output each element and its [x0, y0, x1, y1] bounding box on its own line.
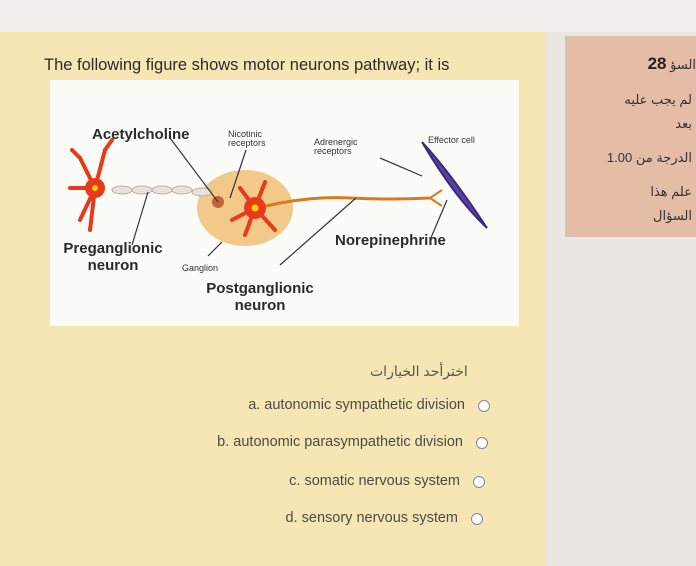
preganglionic-neuron-label: Preganglionic neuron [63, 240, 163, 274]
acetylcholine-label: Acetylcholine [92, 126, 190, 143]
option-a-label[interactable]: a. autonomic sympathetic division [248, 397, 465, 413]
answered-text: بعد [675, 116, 692, 131]
answers-heading: اخترأحد الخيارات [370, 363, 468, 379]
myelin-sheath [111, 185, 213, 197]
mark-text: الدرجة من 1.00 [606, 150, 692, 165]
top-strip [0, 0, 696, 32]
option-d-radio[interactable] [471, 513, 483, 525]
question-number-row: 28 السؤ [648, 54, 696, 74]
nicotinic-receptors-label: Nicotinic receptors [228, 129, 266, 148]
neuron-diagram [68, 137, 488, 266]
question-label: السؤال [653, 208, 692, 223]
ganglion-label: Ganglion [182, 263, 219, 273]
postganglionic-axon [265, 196, 431, 208]
option-c-label[interactable]: c. somatic nervous system [289, 473, 460, 489]
option-a-radio[interactable] [478, 400, 490, 412]
effector-cell-shape [421, 141, 488, 229]
norepinephrine-label: Norepinephrine [335, 232, 446, 249]
adrenergic-receptors-label: Adrenergic receptors [314, 137, 358, 156]
question-info-panel: 28 السؤ لم يجب عليه بعد الدرجة من 1.00 ع… [565, 36, 696, 237]
question-number: 28 [647, 54, 667, 73]
postganglionic-neuron-label: Postganglionic neuron [206, 280, 314, 314]
pointer-lines [131, 137, 448, 266]
axon-terminals [429, 189, 443, 207]
status-text: لم يجب عليه [624, 92, 692, 107]
option-d-label[interactable]: d. sensory nervous system [285, 510, 458, 526]
option-b-radio[interactable] [476, 437, 488, 449]
effector-cell-label: Effector cell [428, 135, 475, 145]
option-b-label[interactable]: b. autonomic parasympathetic division [217, 434, 463, 450]
option-c-radio[interactable] [473, 476, 485, 488]
motor-neuron-figure: Acetylcholine Nicotinic receptors Adrene… [50, 80, 519, 326]
question-text: The following figure shows motor neurons… [44, 56, 450, 74]
flag-question-link[interactable]: علم هذا [650, 184, 692, 199]
question-word: السؤ [670, 57, 696, 72]
